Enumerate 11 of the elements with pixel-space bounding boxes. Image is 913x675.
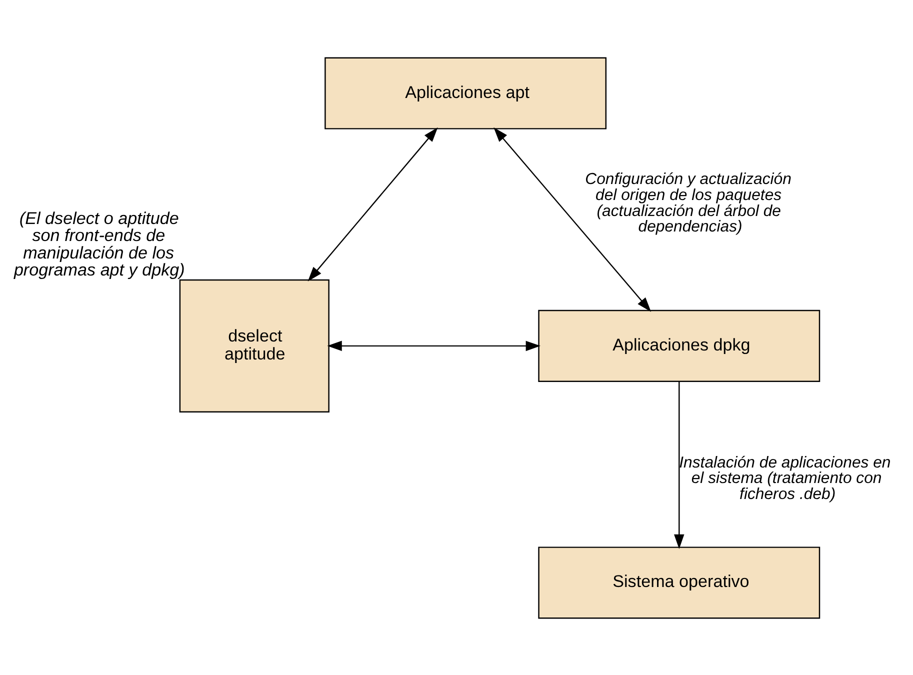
node-box: Sistema operativo	[538, 546, 820, 618]
node-label: (El dselect o aptitude son front-ends de manipulación de los programas apt y dpkg)	[13, 208, 184, 279]
arrow	[326, 340, 540, 351]
node-box: Aplicaciones apt	[324, 56, 606, 129]
arrow	[493, 126, 651, 312]
node-box: Aplicaciones dpkg	[538, 309, 820, 382]
arrow	[307, 126, 438, 281]
edge-label: Instalación de aplicaciones en el sistema (tratamiento con ficheros .deb)	[678, 454, 890, 502]
edge-label: Configuración y actualización del origen de los paquetes (actualización del árbol de dependencias)	[584, 170, 791, 236]
arrow	[674, 381, 684, 549]
node-box: dselect aptitude	[178, 278, 329, 412]
